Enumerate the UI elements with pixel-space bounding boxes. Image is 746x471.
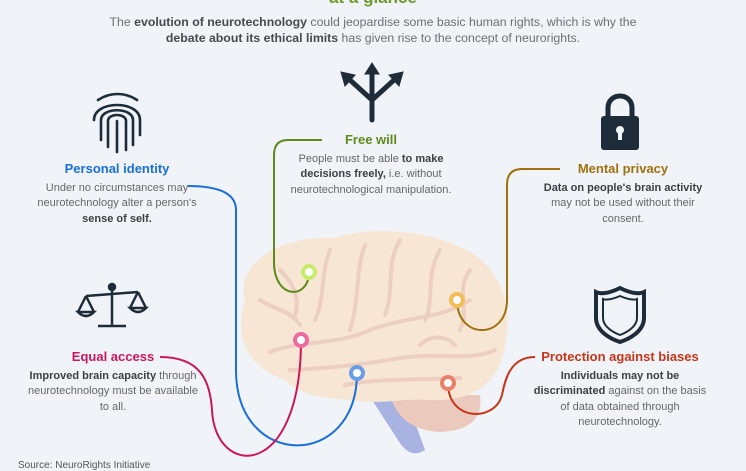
free-will-text: People must be able to make decisions fr…: [290, 152, 452, 196]
padlock-icon: [601, 93, 639, 150]
free-will-title: Free will: [344, 132, 398, 147]
mental-privacy-block: Mental privacy Data on people's brain ac…: [538, 161, 708, 227]
protection-biases-text: Individuals may not be discriminated aga…: [533, 369, 707, 429]
title-fragment: at a glance: [323, 0, 423, 8]
biases-connector: [447, 356, 536, 415]
equal-access-text: Improved brain capacity through neurotec…: [27, 369, 198, 413]
protection-biases-block: Protection against biases Individuals ma…: [532, 349, 708, 431]
identity-connector: [187, 185, 358, 447]
scales-icon: [74, 282, 150, 328]
brain-icon: [241, 231, 508, 454]
personal-identity-title: Personal identity: [64, 161, 170, 176]
freewill-connector: [273, 139, 322, 293]
intro-text: The evolution of neurotechnology could j…: [109, 15, 637, 45]
split-arrows-icon: [340, 62, 404, 123]
biases-dot: [440, 375, 456, 391]
personal-identity-text: Under no circumstances may neurotechnolo…: [37, 181, 197, 225]
equal-access-title: Equal access: [71, 349, 155, 364]
personal-identity-block: Personal identity Under no circumstances…: [32, 161, 202, 227]
privacy-connector: [456, 168, 560, 331]
equal-access-block: Equal access Improved brain capacity thr…: [22, 349, 204, 415]
access-dot: [293, 332, 309, 348]
freewill-dot: [301, 264, 317, 280]
access-connector: [159, 339, 302, 457]
free-will-block: Free will People must be able to make de…: [283, 132, 459, 198]
shield-icon: [594, 285, 646, 345]
protection-biases-title: Protection against biases: [541, 349, 699, 364]
identity-dot: [349, 365, 365, 381]
fingerprint-icon: [92, 92, 142, 154]
mental-privacy-title: Mental privacy: [577, 161, 669, 176]
mental-privacy-text: Data on people's brain activity may not …: [543, 181, 703, 225]
privacy-dot: [449, 292, 465, 308]
